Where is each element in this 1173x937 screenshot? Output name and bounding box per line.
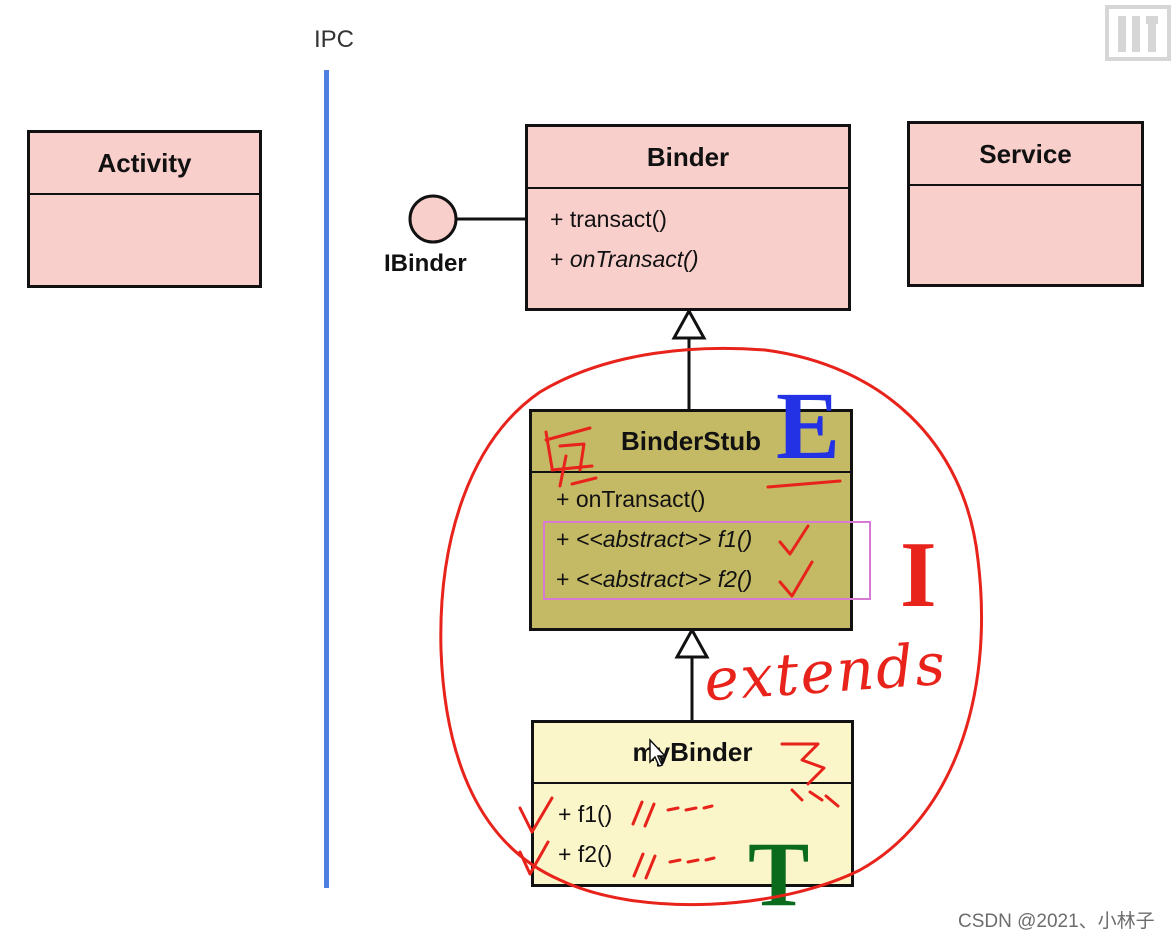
annotation-check-mybinder-f2 xyxy=(518,840,550,876)
mybinder-to-stub-arrowhead xyxy=(674,626,710,659)
letter-t: T xyxy=(748,823,810,925)
ipc-label: IPC xyxy=(314,26,355,53)
interface-name: IBinder xyxy=(384,250,467,277)
service-class: Service xyxy=(907,121,1144,287)
ipc-divider-line xyxy=(324,70,329,888)
binderstub-class-name: BinderStub xyxy=(532,412,850,473)
annotation-check-mybinder-f1 xyxy=(518,796,554,834)
binderstub-operations: + onTransact() + <<abstract>> f1() + <<a… xyxy=(532,473,850,609)
service-class-name: Service xyxy=(910,124,1141,186)
annotation-check-f2 xyxy=(778,560,814,598)
binder-operations: + transact() + onTransact() xyxy=(528,189,848,289)
annotation-check-f1 xyxy=(778,524,810,556)
annotation-comment-f1 xyxy=(631,800,714,828)
binderstub-op-f2: + <<abstract>> f2() xyxy=(556,566,753,592)
interface-lollipop-icon xyxy=(408,194,458,244)
mybinder-op-f2: + f2() xyxy=(558,841,613,867)
binder-class: Binder + transact() + onTransact() xyxy=(525,124,851,311)
activity-class-name: Activity xyxy=(30,133,259,195)
binder-op-transact: + transact() xyxy=(550,206,667,232)
annotation-mybinder-glyph xyxy=(780,742,840,808)
cursor-icon xyxy=(649,738,667,767)
binder-op-ontransact: + onTransact() xyxy=(550,246,699,272)
annotation-comment-f2 xyxy=(632,852,716,880)
activity-class: Activity xyxy=(27,130,262,288)
letter-e: E xyxy=(776,372,841,479)
binder-class-name: Binder xyxy=(528,127,848,189)
mybinder-operations: + f1() + f2() xyxy=(534,784,851,884)
binderstub-op-ontransact: + onTransact() xyxy=(556,486,706,512)
annotation-circle xyxy=(439,346,984,907)
watermark: CSDN @2021、小林子 xyxy=(958,911,1155,932)
stub-to-binder-arrowhead xyxy=(671,307,707,340)
annotation-underline-e xyxy=(766,479,842,489)
abstract-methods-highlight xyxy=(543,521,871,600)
mybinder-op-f1: + f1() xyxy=(558,801,613,827)
annotation-stub-glyph xyxy=(544,426,598,488)
logo-icon xyxy=(1105,5,1171,61)
binderstub-op-f1: + <<abstract>> f1() xyxy=(556,526,753,552)
letter-i: I xyxy=(900,523,937,627)
